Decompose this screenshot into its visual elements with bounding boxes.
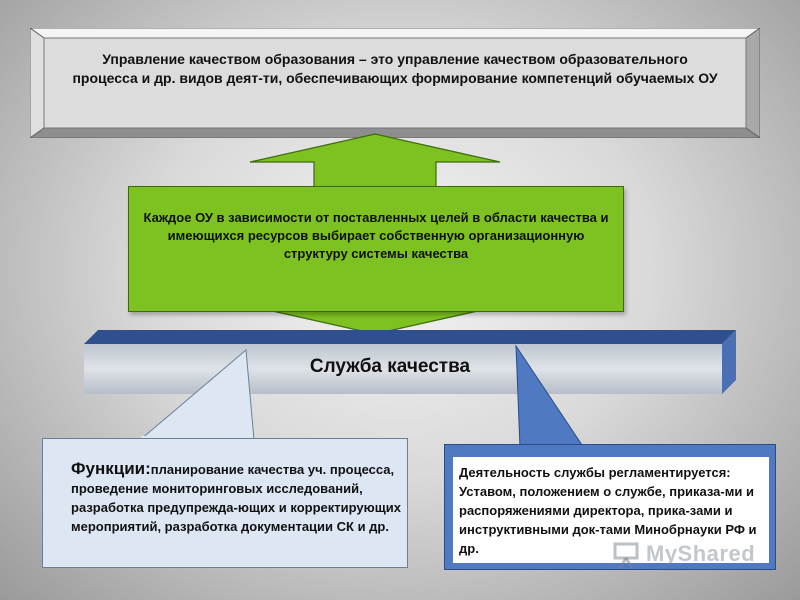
regulation-box: Деятельность службы регламентируется: Ус… bbox=[444, 444, 776, 570]
definition-text: Управление качеством образования – это у… bbox=[72, 51, 718, 86]
quality-service-bar bbox=[84, 330, 736, 394]
structure-text: Каждое ОУ в зависимости от поставленных … bbox=[143, 210, 609, 261]
watermark-text: MyShared bbox=[646, 541, 756, 566]
bevel-frame bbox=[30, 28, 760, 138]
functions-text: Функции:планирование качества уч. процес… bbox=[71, 459, 401, 536]
regulation-text: Деятельность службы регламентируется: Ус… bbox=[459, 465, 757, 556]
quality-service-label: Служба качества bbox=[309, 356, 471, 377]
functions-body: планирование качества уч. процесса, пров… bbox=[71, 462, 401, 534]
definition-box: Управление качеством образования – это у… bbox=[30, 28, 760, 138]
regulation-inner: Деятельность службы регламентируется: Ус… bbox=[453, 457, 769, 563]
functions-box: Функции:планирование качества уч. процес… bbox=[42, 438, 408, 568]
functions-heading: Функции: bbox=[71, 459, 151, 478]
structure-box: Каждое ОУ в зависимости от поставленных … bbox=[128, 186, 624, 312]
presentation-screen-icon bbox=[613, 542, 639, 569]
